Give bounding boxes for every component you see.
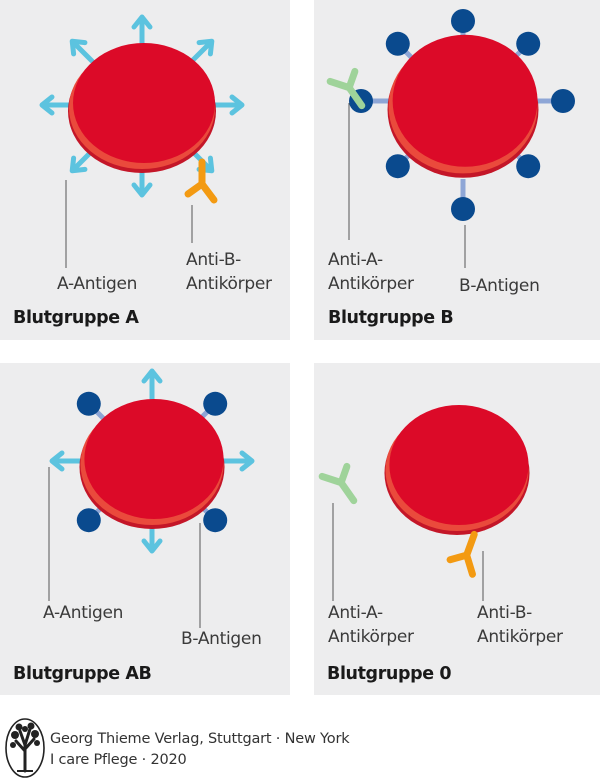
a-antigen-icon: [52, 453, 80, 469]
panel-blood-group-a: A-Antigen Anti-B- Antikörper Blutgruppe …: [0, 0, 290, 340]
panel-title: Blutgruppe A: [13, 308, 139, 328]
panel-blood-group-b: Anti-A- Antikörper B-Antigen Blutgruppe …: [314, 0, 600, 340]
red-blood-cell-b-illustration: [314, 0, 600, 268]
panel-blood-group-ab: A-Antigen B-Antigen Blutgruppe AB: [0, 363, 290, 695]
panel-title: Blutgruppe AB: [13, 664, 152, 684]
panel-title: Blutgruppe B: [328, 308, 454, 328]
anti-a-antibody-label-line1: Anti-A-: [328, 250, 383, 270]
a-antigen-icon: [214, 97, 242, 113]
b-antigen-icon: [533, 89, 575, 113]
red-blood-cell-icon: [384, 405, 530, 535]
panel-blood-group-0: Anti-A- Antikörper Anti-B- Antikörper Bl…: [314, 363, 600, 695]
a-antigen-icon: [42, 97, 70, 113]
anti-a-antibody-icon: [322, 462, 365, 508]
a-antigen-icon: [224, 453, 252, 469]
a-antigen-label: A-Antigen: [43, 603, 124, 623]
footer-credit: Georg Thieme Verlag, Stuttgart · New Yor…: [0, 715, 600, 782]
publisher-text: Georg Thieme Verlag, Stuttgart · New Yor…: [50, 731, 350, 747]
anti-b-antibody-label-line1: Anti-B-: [477, 603, 533, 623]
anti-a-antibody-label-line1: Anti-A-: [328, 603, 383, 623]
anti-b-antibody-label-line2: Antikörper: [186, 274, 272, 294]
anti-b-antibody-label-line1: Anti-B-: [186, 250, 242, 270]
a-antigen-icon: [134, 17, 150, 45]
b-antigen-icon: [451, 179, 475, 221]
source-text: I care Pflege · 2020: [50, 752, 187, 768]
anti-b-antibody-icon: [448, 530, 485, 575]
anti-b-antibody-label-line2: Antikörper: [477, 627, 563, 647]
panel-title: Blutgruppe 0: [327, 664, 452, 684]
a-antigen-label: A-Antigen: [57, 274, 138, 294]
tree-logo-icon: [5, 718, 45, 778]
b-antigen-label: B-Antigen: [181, 629, 262, 649]
anti-a-antibody-label-line2: Antikörper: [328, 627, 414, 647]
b-antigen-label: B-Antigen: [459, 276, 540, 296]
red-blood-cell-ab-illustration: [48, 363, 290, 628]
red-blood-cell-0-illustration: [314, 405, 530, 601]
red-blood-cell-a-illustration: [0, 0, 290, 268]
anti-a-antibody-label-line2: Antikörper: [328, 274, 414, 294]
a-antigen-icon: [144, 371, 160, 399]
